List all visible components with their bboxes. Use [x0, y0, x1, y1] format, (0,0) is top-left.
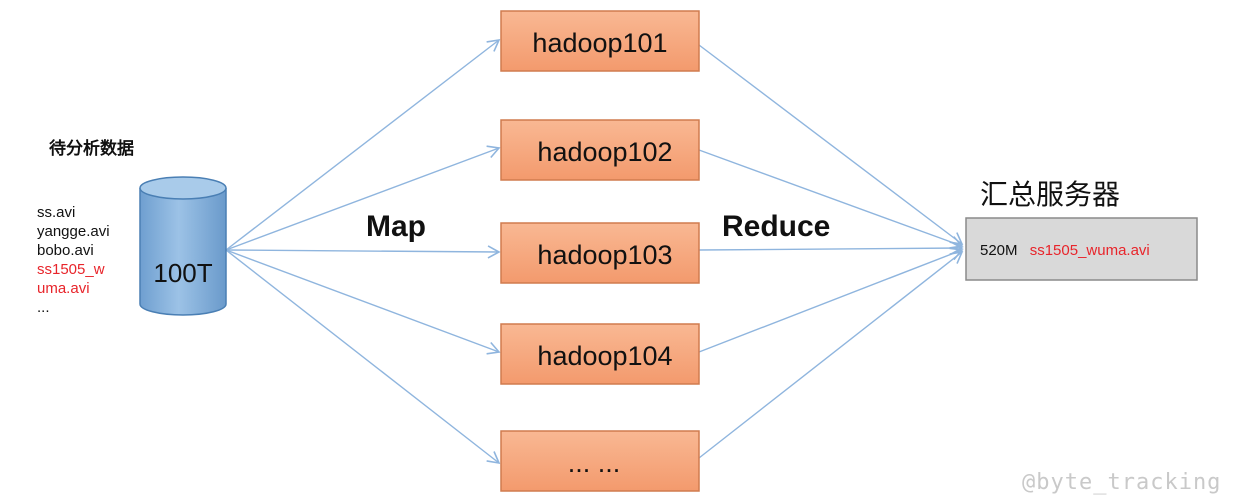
- reduce-arrows: [698, 44, 964, 459]
- hadoop-node-label: hadoop104: [537, 341, 672, 371]
- reduce-arrow: [698, 241, 964, 255]
- watermark: @byte_tracking: [1022, 470, 1222, 495]
- summary-size: 520M: [980, 242, 1018, 259]
- file-list: ss.avi yangge.avi bobo.avi ss1505_w uma.…: [37, 203, 110, 317]
- hadoop-node: hadoop103: [500, 222, 700, 284]
- summary-file: ss1505_wuma.avi: [1030, 242, 1150, 259]
- map-arrow: [225, 38, 501, 251]
- hadoop-node: ... ...: [500, 430, 700, 492]
- source-title: 待分析数据: [49, 139, 134, 159]
- summary-server: 520M ss1505_wuma.avi: [965, 217, 1198, 281]
- hadoop-node-label: hadoop103: [537, 240, 672, 270]
- map-arrow: [225, 245, 501, 259]
- reduce-arrow: [698, 44, 964, 246]
- file-item: ss.avi: [37, 204, 76, 221]
- file-item-ellipsis: ...: [37, 299, 50, 316]
- reduce-arrow: [698, 149, 964, 249]
- hadoop-node-label: hadoop101: [532, 28, 667, 58]
- hadoop-node: hadoop102: [500, 119, 700, 181]
- reduce-arrow: [698, 247, 964, 353]
- reduce-label: Reduce: [722, 210, 830, 243]
- hadoop-node: hadoop101: [500, 10, 700, 72]
- map-label: Map: [366, 210, 426, 243]
- hadoop-node-label: hadoop102: [537, 137, 672, 167]
- file-item-highlighted: ss1505_w: [37, 261, 105, 278]
- map-arrows: [225, 38, 501, 465]
- hadoop-node-label: ... ...: [568, 448, 621, 478]
- hadoop-node: hadoop104: [500, 323, 700, 385]
- map-arrow: [225, 249, 501, 465]
- map-arrow: [225, 249, 501, 355]
- data-size-label: 100T: [153, 258, 212, 288]
- hadoop-nodes: hadoop101 hadoop102 hadoop103 hadoop104 …: [500, 10, 700, 492]
- data-store-cylinder: 100T: [139, 176, 227, 316]
- summary-server-content: 520M ss1505_wuma.avi: [980, 242, 1150, 259]
- file-item-highlighted: uma.avi: [37, 280, 90, 297]
- target-title: 汇总服务器: [980, 178, 1121, 211]
- reduce-arrow: [698, 250, 964, 459]
- file-item: bobo.avi: [37, 242, 94, 259]
- file-item: yangge.avi: [37, 223, 110, 240]
- map-arrow: [225, 145, 501, 251]
